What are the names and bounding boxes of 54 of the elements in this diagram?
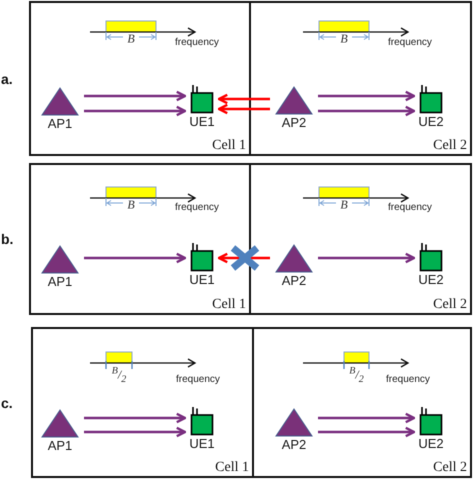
node-label: UE2 [418,272,444,287]
axis-label: frequency [388,202,432,214]
axis-label: frequency [388,37,432,49]
node-label: AP1 [48,274,72,289]
cell-label: Cell 2 [433,296,467,313]
arrow [84,106,186,116]
node-label: UE1 [189,272,215,287]
panel-label: a. [1,70,13,86]
panel-label: c. [1,394,13,410]
cell-label: Cell 2 [433,137,467,154]
dimension-label: $^{B}$/$_{2}$ [349,368,364,382]
cell-frame [30,164,250,314]
dimension-label: B [340,198,348,212]
panel-label: b. [1,231,14,247]
axis-label: frequency [386,374,430,386]
panel-frame [29,1,472,156]
node-label: UE2 [418,114,444,129]
arrow [318,90,416,102]
dimension-label: $^{B}$/$_{2}$ [112,368,126,382]
node-label: AP2 [282,437,306,452]
cell-frame [32,328,253,477]
dimension-label: B [340,32,348,46]
arrow [318,412,416,424]
arrow [318,106,416,116]
node-label: UE1 [189,114,215,129]
node-label: UE2 [418,436,444,451]
node-label: AP2 [282,273,306,288]
cell-frame [30,2,250,155]
arrow [84,426,186,438]
arrow [318,426,416,438]
node-label: AP2 [282,115,306,130]
arrow [218,94,270,104]
panel-frame [31,327,472,478]
dimension-label: B [127,32,135,46]
dimension-label: B [127,198,135,212]
axis-label: frequency [175,202,219,214]
axis-label: frequency [176,374,220,386]
cell-label: Cell 2 [433,459,467,476]
node-label: AP1 [48,116,72,131]
arrow [84,412,186,424]
arrow [318,252,416,264]
arrow [218,104,270,114]
node-label: UE1 [189,436,215,451]
cell-frame [253,328,471,477]
arrow [84,90,186,102]
arrow [84,252,186,264]
cell-frame [250,164,471,314]
cell-label: Cell 1 [212,137,246,154]
cell-frame [250,2,471,155]
axis-label: frequency [175,37,219,49]
cell-label: Cell 1 [212,296,246,313]
node-label: AP1 [48,438,72,453]
cell-label: Cell 1 [215,459,249,476]
panel-frame [29,163,472,315]
